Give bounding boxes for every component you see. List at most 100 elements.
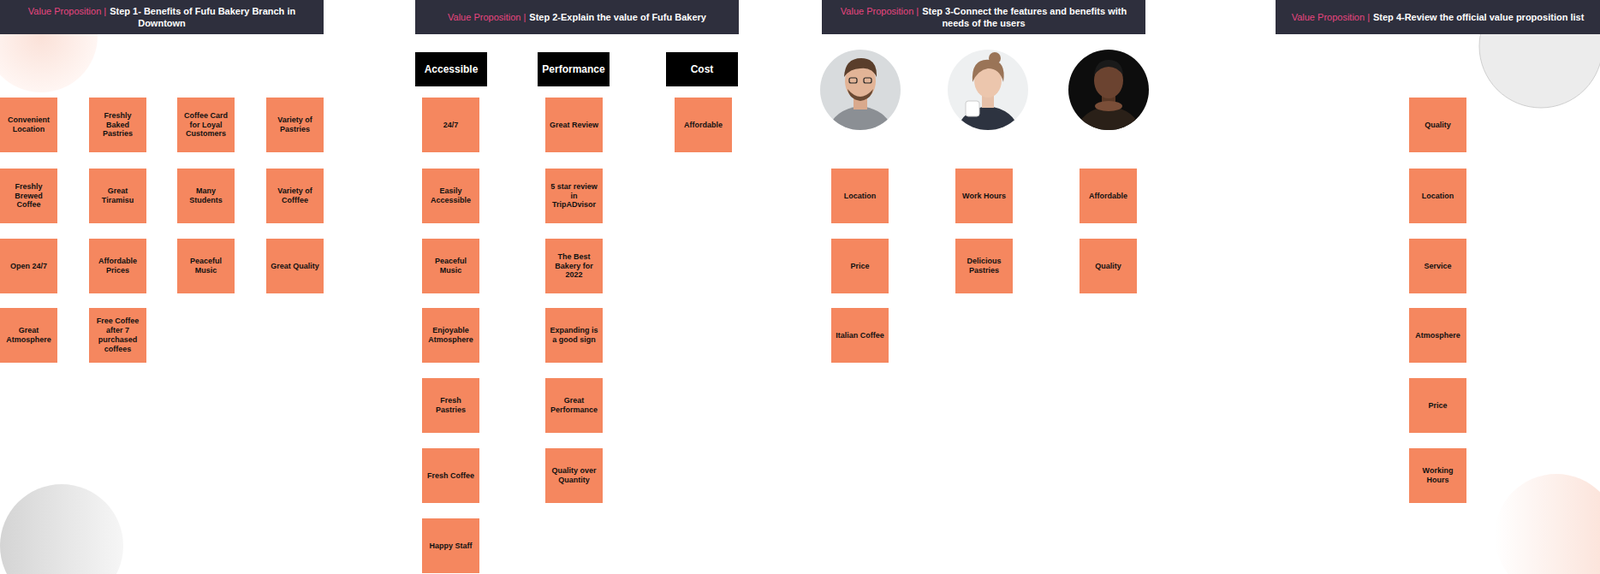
note-text: The Best Bakery for 2022	[547, 252, 601, 280]
note-text: Delicious Pastries	[957, 256, 1011, 276]
persona-photo	[941, 42, 1036, 137]
sticky-note: Quality over Quantity	[545, 448, 603, 504]
note-text: Fresh Pastries	[424, 396, 477, 416]
note-text: Location	[833, 191, 887, 202]
note-text: Enjoyable Atmosphere	[424, 326, 477, 345]
sticky-note: Great Review	[545, 97, 603, 153]
sticky-note: Great Performance	[545, 378, 603, 434]
note-text: Working Hours	[1411, 466, 1464, 486]
sticky-note: Great Atmosphere	[0, 308, 58, 363]
step-header-bar: Value Proposition |Step 4-Review the off…	[1275, 0, 1600, 35]
step-header-bar: Value Proposition |Step 3-Connect the fe…	[821, 0, 1146, 35]
persona-photo	[813, 42, 908, 137]
note-text: Variety of Pastries	[268, 115, 322, 135]
sticky-note: Free Coffee after 7 purchased coffees	[89, 308, 147, 363]
note-text: Great Quality	[268, 261, 322, 272]
note-text: Atmosphere	[1411, 331, 1464, 341]
sticky-note: Price	[831, 238, 889, 294]
sticky-note: Service	[1409, 238, 1467, 294]
header-tag: Value Proposition |	[840, 5, 919, 17]
sticky-note: Location	[831, 168, 889, 224]
sticky-note: Italian Coffee	[831, 308, 889, 363]
note-text: Italian Coffee	[833, 331, 887, 341]
sticky-note: Easily Accessible	[422, 168, 480, 224]
note-text: Freshly Brewed Coffee	[2, 182, 55, 210]
note-text: Freshly Baked Pastries	[91, 111, 144, 139]
note-text: Location	[1411, 191, 1464, 202]
note-text: Affordable	[677, 120, 730, 131]
category-header: Cost	[666, 52, 738, 87]
note-text: Great Performance	[547, 396, 601, 416]
header-title: Step 1- Benefits of Fufu Bakery Branch i…	[109, 5, 296, 29]
note-text: Variety of Cofffee	[268, 186, 322, 206]
step-header-bar: Value Proposition |Step 1- Benefits of F…	[0, 0, 324, 35]
header-title: Step 3-Connect the features and benefits…	[921, 5, 1127, 29]
note-text: Convenient Location	[2, 115, 55, 135]
sticky-note: Coffee Card for Loyal Customers	[177, 97, 235, 153]
note-text: Coffee Card for Loyal Customers	[179, 111, 232, 139]
sticky-note: Affordable	[674, 97, 732, 153]
sticky-note: Working Hours	[1409, 448, 1467, 504]
note-text: Great Tiramisu	[91, 186, 144, 206]
sticky-note: Fresh Coffee	[422, 448, 480, 504]
sticky-note: 5 star review in TripADvisor	[545, 168, 603, 224]
header-title: Step 2-Explain the value of Fufu Bakery	[529, 11, 707, 23]
header-tag: Value Proposition |	[1291, 11, 1370, 23]
sticky-note: Happy Staff	[422, 518, 480, 574]
note-text: Quality	[1411, 120, 1464, 131]
header-text: Value Proposition |Step 4-Review the off…	[1291, 11, 1585, 24]
sticky-note: Great Quality	[266, 238, 324, 294]
note-text: Easily Accessible	[424, 186, 477, 206]
sticky-note: Expanding is a good sign	[545, 308, 603, 363]
category-label: Accessible	[424, 63, 479, 76]
note-text: 5 star review in TripADvisor	[547, 182, 601, 210]
header-text: Value Proposition |Step 3-Connect the fe…	[830, 5, 1137, 30]
sticky-note: Location	[1409, 168, 1467, 224]
note-text: Price	[833, 261, 887, 272]
step-header-bar: Value Proposition |Step 2-Explain the va…	[415, 0, 739, 35]
sticky-note: Affordable Prices	[89, 238, 147, 294]
note-text: Happy Staff	[424, 541, 477, 552]
deco-circle	[0, 484, 124, 574]
sticky-note: Enjoyable Atmosphere	[422, 308, 480, 363]
sticky-note: Work Hours	[955, 168, 1013, 224]
sticky-note: The Best Bakery for 2022	[545, 238, 603, 294]
category-label: Performance	[541, 63, 605, 76]
category-label: Cost	[690, 63, 714, 76]
note-text: Affordable	[1082, 191, 1135, 202]
note-text: Price	[1411, 401, 1464, 411]
sticky-note: 24/7	[422, 97, 480, 153]
note-text: Fresh Coffee	[424, 471, 477, 482]
sticky-note: Atmosphere	[1409, 308, 1467, 363]
sticky-note: Many Students	[177, 168, 235, 224]
header-text: Value Proposition |Step 1- Benefits of F…	[8, 5, 316, 30]
header-tag: Value Proposition |	[28, 5, 107, 17]
note-text: Service	[1411, 261, 1464, 272]
note-text: Peaceful Music	[424, 256, 477, 276]
deco-circle	[1494, 474, 1600, 574]
header-title: Step 4-Review the official value proposi…	[1373, 11, 1584, 23]
note-text: Expanding is a good sign	[547, 326, 601, 345]
sticky-note: Peaceful Music	[177, 238, 235, 294]
note-text: Free Coffee after 7 purchased coffees	[91, 316, 144, 354]
category-header: Accessible	[415, 52, 488, 87]
persona-photo	[1061, 42, 1156, 137]
sticky-note: Delicious Pastries	[955, 238, 1013, 294]
header-text: Value Proposition |Step 2-Explain the va…	[447, 11, 707, 24]
header-tag: Value Proposition |	[447, 11, 526, 23]
sticky-note: Great Tiramisu	[89, 168, 147, 224]
sticky-note: Quality	[1079, 238, 1137, 294]
note-text: Many Students	[179, 186, 232, 206]
sticky-note: Convenient Location	[0, 97, 58, 153]
note-text: Quality over Quantity	[547, 466, 601, 486]
sticky-note: Variety of Cofffee	[266, 168, 324, 224]
sticky-note: Freshly Baked Pastries	[89, 97, 147, 153]
note-text: Affordable Prices	[91, 256, 144, 276]
note-text: Great Atmosphere	[2, 326, 55, 345]
sticky-note: Affordable	[1079, 168, 1137, 224]
note-text: Peaceful Music	[179, 256, 232, 276]
sticky-note: Variety of Pastries	[266, 97, 324, 153]
